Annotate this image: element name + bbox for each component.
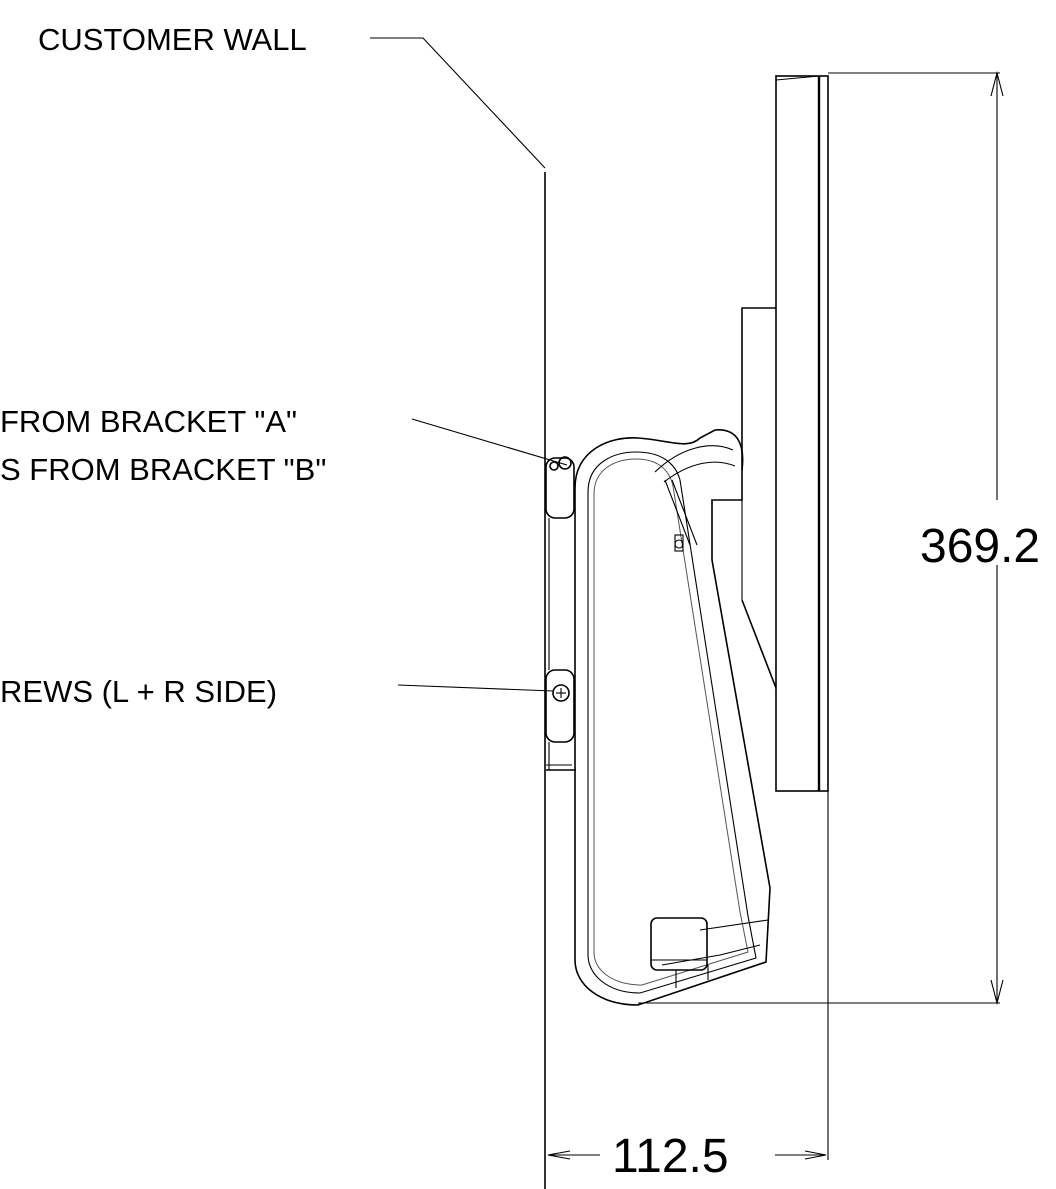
screws-label: REWS (L + R SIDE) [0, 674, 277, 709]
height-dimension [638, 70, 1004, 1006]
wall-bracket [545, 456, 576, 771]
customer-wall [370, 37, 546, 1189]
screw-leader-line [397, 684, 554, 692]
screw-icon [552, 684, 570, 702]
depth-dimension-value: 112.5 [612, 1130, 729, 1183]
depth-dimension [547, 791, 829, 1160]
bracket-a-label: FROM BRACKET "A" [0, 404, 297, 439]
monitor-back-housing [711, 307, 777, 689]
bracket-leader-line [411, 418, 568, 466]
height-dimension-value: 369.2 [920, 520, 1040, 573]
monitor-panel [775, 75, 829, 792]
stand-cradle [574, 429, 771, 1006]
bracket-b-label: S FROM BRACKET "B" [0, 452, 326, 487]
customer-wall-label: CUSTOMER WALL [38, 22, 307, 57]
